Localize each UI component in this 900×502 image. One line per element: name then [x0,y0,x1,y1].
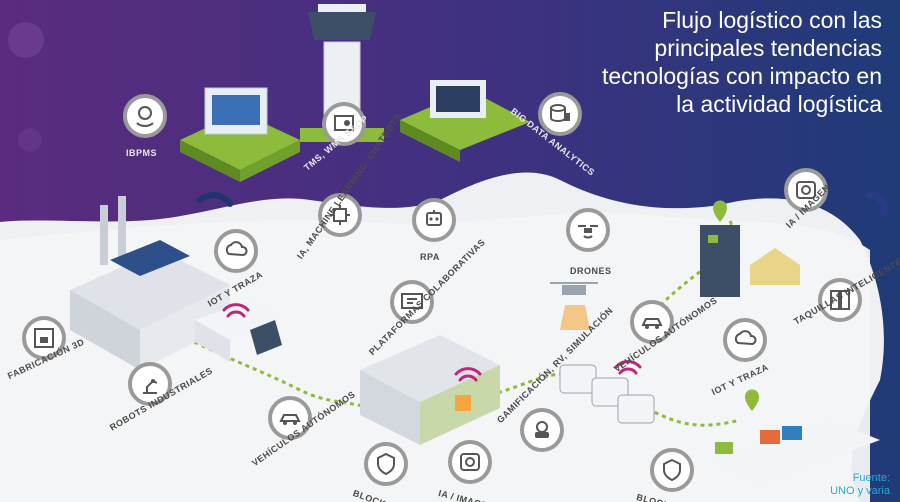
label-ibpms: IBPMS [126,148,158,158]
gamification-icon [520,408,564,452]
big-data-icon [538,92,582,136]
title-line: tecnologías con impacto en [601,63,882,89]
title-line: principales tendencias [654,35,882,61]
label-rpa: RPA [420,252,440,262]
autonomous-shuttle [559,364,655,424]
label-drones: DRONES [570,266,612,276]
printer-3d-icon [22,316,66,360]
signal-icon [222,303,642,382]
ibpms-icon [123,94,167,138]
blockchain-icon [364,442,408,486]
rpa-icon [412,198,456,242]
factory [70,196,230,370]
title-line: Flujo logístico con las [662,7,882,33]
autonomous-vehicle-icon [630,300,674,344]
cargo-ship [710,420,880,485]
ia-image-icon [448,440,492,484]
ia-image-icon [784,168,828,212]
island-right [400,80,530,162]
robot-arm-icon [128,362,172,406]
deco-blob [8,22,44,58]
locker-icon [818,278,862,322]
autonomous-vehicle-icon [268,396,312,440]
drone-icon [566,208,610,252]
title-line: la actividad logística [676,91,882,117]
source-line: UNO y varia [830,485,890,497]
deco-stroke [866,191,889,217]
source-line: Fuente: [852,472,890,484]
deco-blob [18,128,42,152]
location-pin [713,200,727,222]
island-left [180,87,300,182]
platform-icon [390,280,434,324]
blockchain-icon [650,448,694,492]
drone [550,282,598,330]
truck [195,300,285,362]
deco-stroke [197,192,233,207]
source-note: Fuente: UNO y varia [830,472,890,498]
location-pin [745,389,759,411]
main-title: Flujo logístico con las principales tend… [552,6,882,118]
tms-icon [322,102,366,146]
warehouse [360,335,500,445]
ia-ml-icon [318,193,362,237]
iot-icon [723,318,767,362]
iot-icon [214,229,258,273]
smart-lockers [700,225,800,297]
